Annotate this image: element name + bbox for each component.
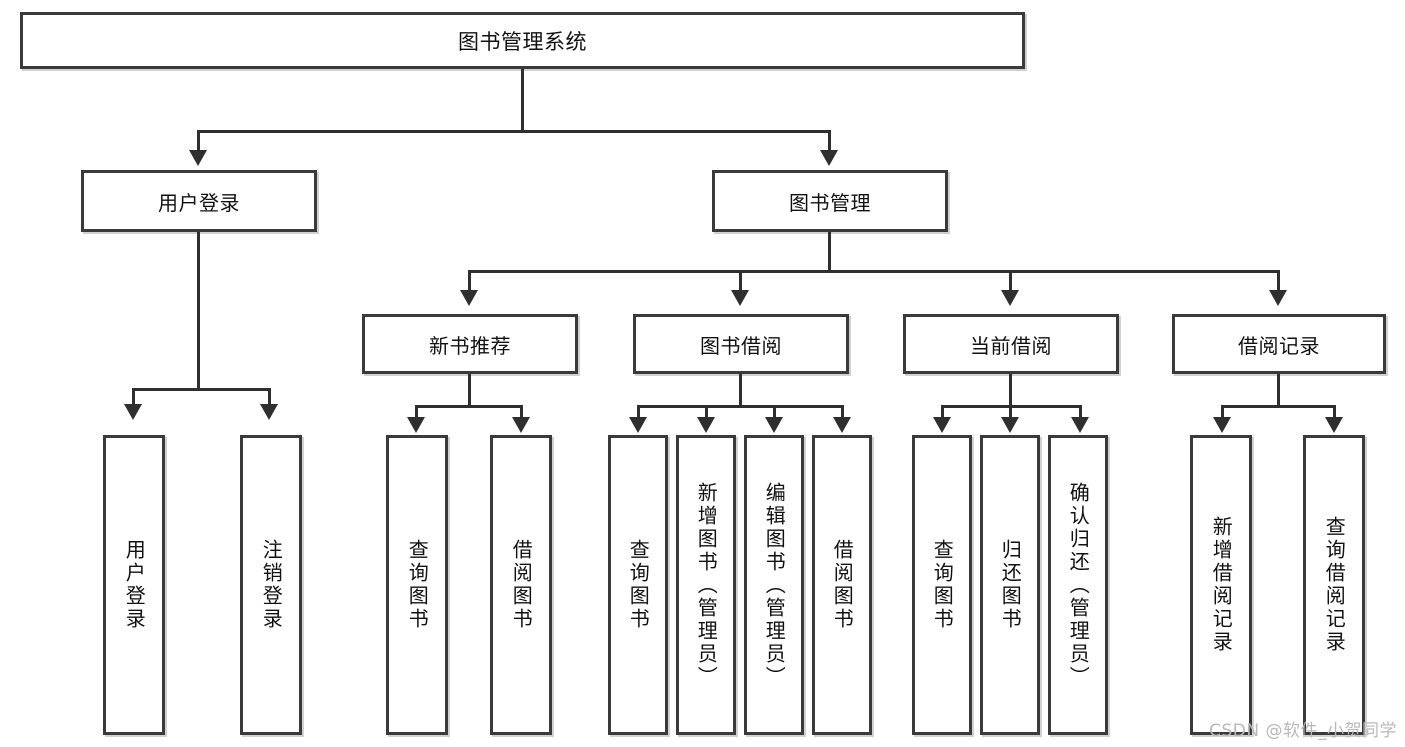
node-current-borrow[interactable]: 当前借阅 [903,314,1119,374]
connector-user-login-drop-1 [132,388,135,406]
connector-current-borrow-drop-1 [941,405,944,419]
arrow-book-borrow-leaf-1 [629,417,647,433]
leaf-logout[interactable]: 注销登录 [240,435,302,735]
arrow-root-to-user-login [189,150,207,166]
leaf-borrow-query-book[interactable]: 查询图书 [608,435,668,735]
connector-new-book-bus [415,405,523,408]
arrow-new-book-leaf-2 [512,417,530,433]
node-book-borrow[interactable]: 图书借阅 [633,314,849,374]
connector-borrow-record-drop-1 [1221,405,1224,419]
arrow-user-login-leaf-2 [260,404,278,420]
leaf-current-query-book[interactable]: 查询图书 [912,435,972,735]
connector-borrow-record-drop-2 [1333,405,1336,419]
arrow-current-borrow-leaf-1 [933,417,951,433]
node-label: 用户登录 [158,190,240,215]
arrow-borrow-record-leaf-1 [1213,417,1231,433]
leaf-current-return-book[interactable]: 归还图书 [980,435,1040,735]
leaf-borrow-add-book[interactable]: 新增图书（管理员） [676,435,736,735]
leaf-new-book-query[interactable]: 查询图书 [386,435,448,735]
connector-to-current-borrow [1009,270,1012,292]
node-label: 借阅图书 [830,539,855,631]
connector-root-stem [521,69,524,132]
connector-level3-bus [468,270,1279,273]
arrow-to-current-borrow [1001,290,1019,306]
arrow-user-login-leaf-1 [124,404,142,420]
arrow-current-borrow-leaf-3 [1071,417,1089,433]
connector-book-management-stem [828,232,831,272]
node-label: 新增图书（管理员） [694,481,719,689]
node-new-book-recommend[interactable]: 新书推荐 [362,314,578,374]
connector-book-borrow-drop-3 [773,405,776,419]
connector-book-borrow-drop-2 [705,405,708,419]
connector-to-borrow-record [1277,270,1280,292]
leaf-new-book-borrow[interactable]: 借阅图书 [490,435,552,735]
connector-user-login-stem [197,232,200,390]
connector-new-book-stem [468,374,471,407]
node-label: 图书管理系统 [458,29,587,54]
connector-current-borrow-drop-3 [1079,405,1082,419]
node-label: 用户登录 [122,539,147,631]
arrow-root-to-book-management [820,150,838,166]
arrow-book-borrow-leaf-3 [765,417,783,433]
node-label: 借阅图书 [509,539,534,631]
connector-current-borrow-stem [1009,374,1012,407]
leaf-borrow-edit-book[interactable]: 编辑图书（管理员） [744,435,804,735]
node-user-login[interactable]: 用户登录 [81,170,317,232]
leaf-record-query[interactable]: 查询借阅记录 [1303,435,1365,735]
node-label: 注销登录 [259,539,284,631]
node-label: 当前借阅 [970,333,1052,358]
connector-new-book-drop-1 [415,405,418,419]
connector-user-login-bus [132,388,270,391]
node-borrow-record[interactable]: 借阅记录 [1172,314,1386,374]
leaf-current-confirm-return[interactable]: 确认归还（管理员） [1048,435,1108,735]
arrow-book-borrow-leaf-4 [833,417,851,433]
connector-borrow-record-bus [1221,405,1336,408]
node-label: 查询图书 [930,539,955,631]
connector-to-new-book [468,270,471,292]
node-label: 查询图书 [405,539,430,631]
arrow-new-book-leaf-1 [407,417,425,433]
connector-book-borrow-drop-1 [637,405,640,419]
leaf-user-login[interactable]: 用户登录 [103,435,165,735]
connector-user-login-drop-2 [268,388,271,406]
node-label: 编辑图书（管理员） [762,481,787,689]
node-label: 图书借阅 [700,333,782,358]
arrow-to-book-borrow [731,290,749,306]
node-label: 归还图书 [998,539,1023,631]
node-label: 图书管理 [789,190,871,215]
arrow-to-new-book [460,290,478,306]
connector-borrow-record-stem [1277,374,1280,407]
connector-book-borrow-stem [739,374,742,407]
node-label: 查询图书 [626,539,651,631]
node-book-management-system[interactable]: 图书管理系统 [20,12,1025,69]
connector-to-book-borrow [739,270,742,292]
connector-root-bus [197,130,831,133]
node-label: 查询借阅记录 [1322,516,1347,654]
leaf-borrow-borrow-book[interactable]: 借阅图书 [812,435,872,735]
arrow-borrow-record-leaf-2 [1325,417,1343,433]
arrow-book-borrow-leaf-2 [697,417,715,433]
node-label: 新增借阅记录 [1209,516,1234,654]
arrow-current-borrow-leaf-2 [1001,417,1019,433]
arrow-to-borrow-record [1269,290,1287,306]
connector-root-to-user-login [197,130,200,152]
node-label: 借阅记录 [1238,333,1320,358]
node-book-management[interactable]: 图书管理 [712,170,948,232]
connector-book-borrow-drop-4 [841,405,844,419]
connector-current-borrow-drop-2 [1009,405,1012,419]
connector-new-book-drop-2 [520,405,523,419]
node-label: 新书推荐 [429,333,511,358]
connector-root-to-book-management [828,130,831,152]
csdn-watermark: CSDN @软件_小贺同学 [1209,721,1397,741]
node-label: 确认归还（管理员） [1066,481,1091,689]
leaf-record-add[interactable]: 新增借阅记录 [1190,435,1252,735]
connector-book-borrow-bus [637,405,844,408]
